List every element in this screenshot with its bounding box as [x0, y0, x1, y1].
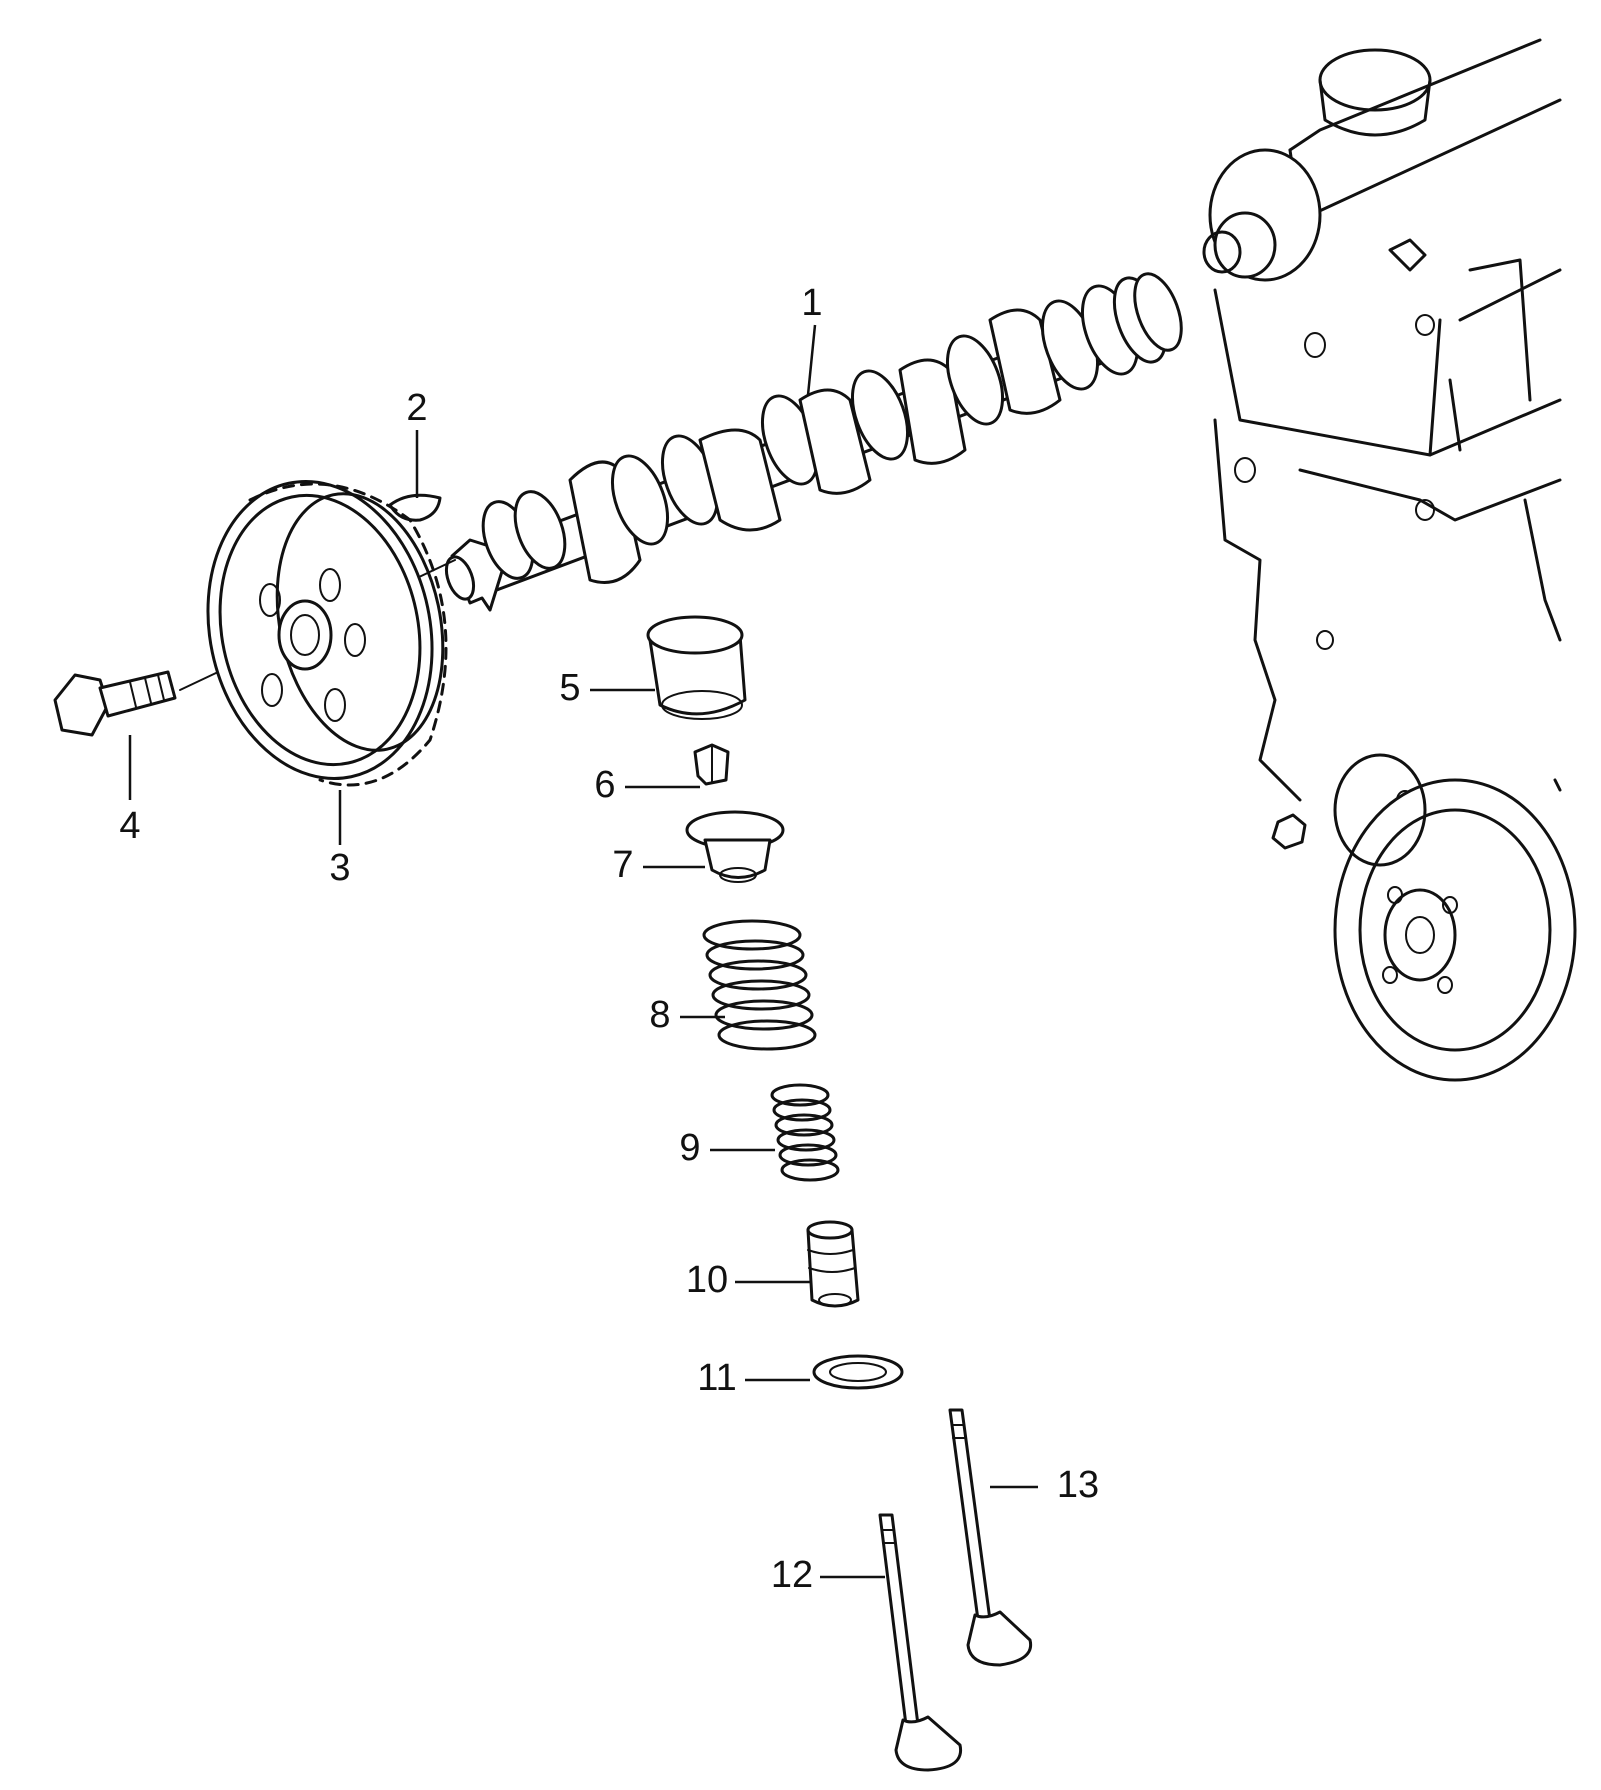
outer-valve-spring — [702, 919, 817, 1051]
camshaft-sprocket — [206, 480, 448, 787]
callout-1: 1 — [801, 282, 822, 324]
woodruff-key — [388, 493, 442, 522]
spring-retainer — [685, 810, 785, 883]
callout-labels: 1 2 3 4 5 6 7 8 9 10 11 13 12 — [119, 282, 1099, 1596]
camshaft — [444, 272, 1183, 612]
exhaust-valve — [948, 1408, 1033, 1667]
bucket-tappet — [646, 615, 747, 720]
callout-8: 8 — [649, 994, 670, 1036]
callout-3: 3 — [329, 847, 350, 889]
callout-11: 11 — [697, 1357, 736, 1399]
callout-4: 4 — [119, 805, 140, 847]
engine-block — [1202, 38, 1577, 1082]
inner-valve-spring — [770, 1083, 840, 1182]
valve-collets — [693, 743, 730, 786]
callout-10: 10 — [686, 1259, 728, 1301]
leader-lines — [128, 324, 1038, 1579]
callout-13: 13 — [1057, 1464, 1099, 1506]
intake-valve — [878, 1513, 963, 1772]
sprocket-bolt — [53, 670, 177, 737]
callout-7: 7 — [612, 844, 633, 886]
spring-seat — [812, 1354, 904, 1390]
valve-stem-seal — [806, 1220, 860, 1308]
callout-5: 5 — [559, 667, 580, 709]
callout-2: 2 — [406, 387, 427, 429]
callout-12: 12 — [771, 1554, 813, 1596]
callout-9: 9 — [679, 1127, 700, 1169]
callout-6: 6 — [594, 764, 615, 806]
